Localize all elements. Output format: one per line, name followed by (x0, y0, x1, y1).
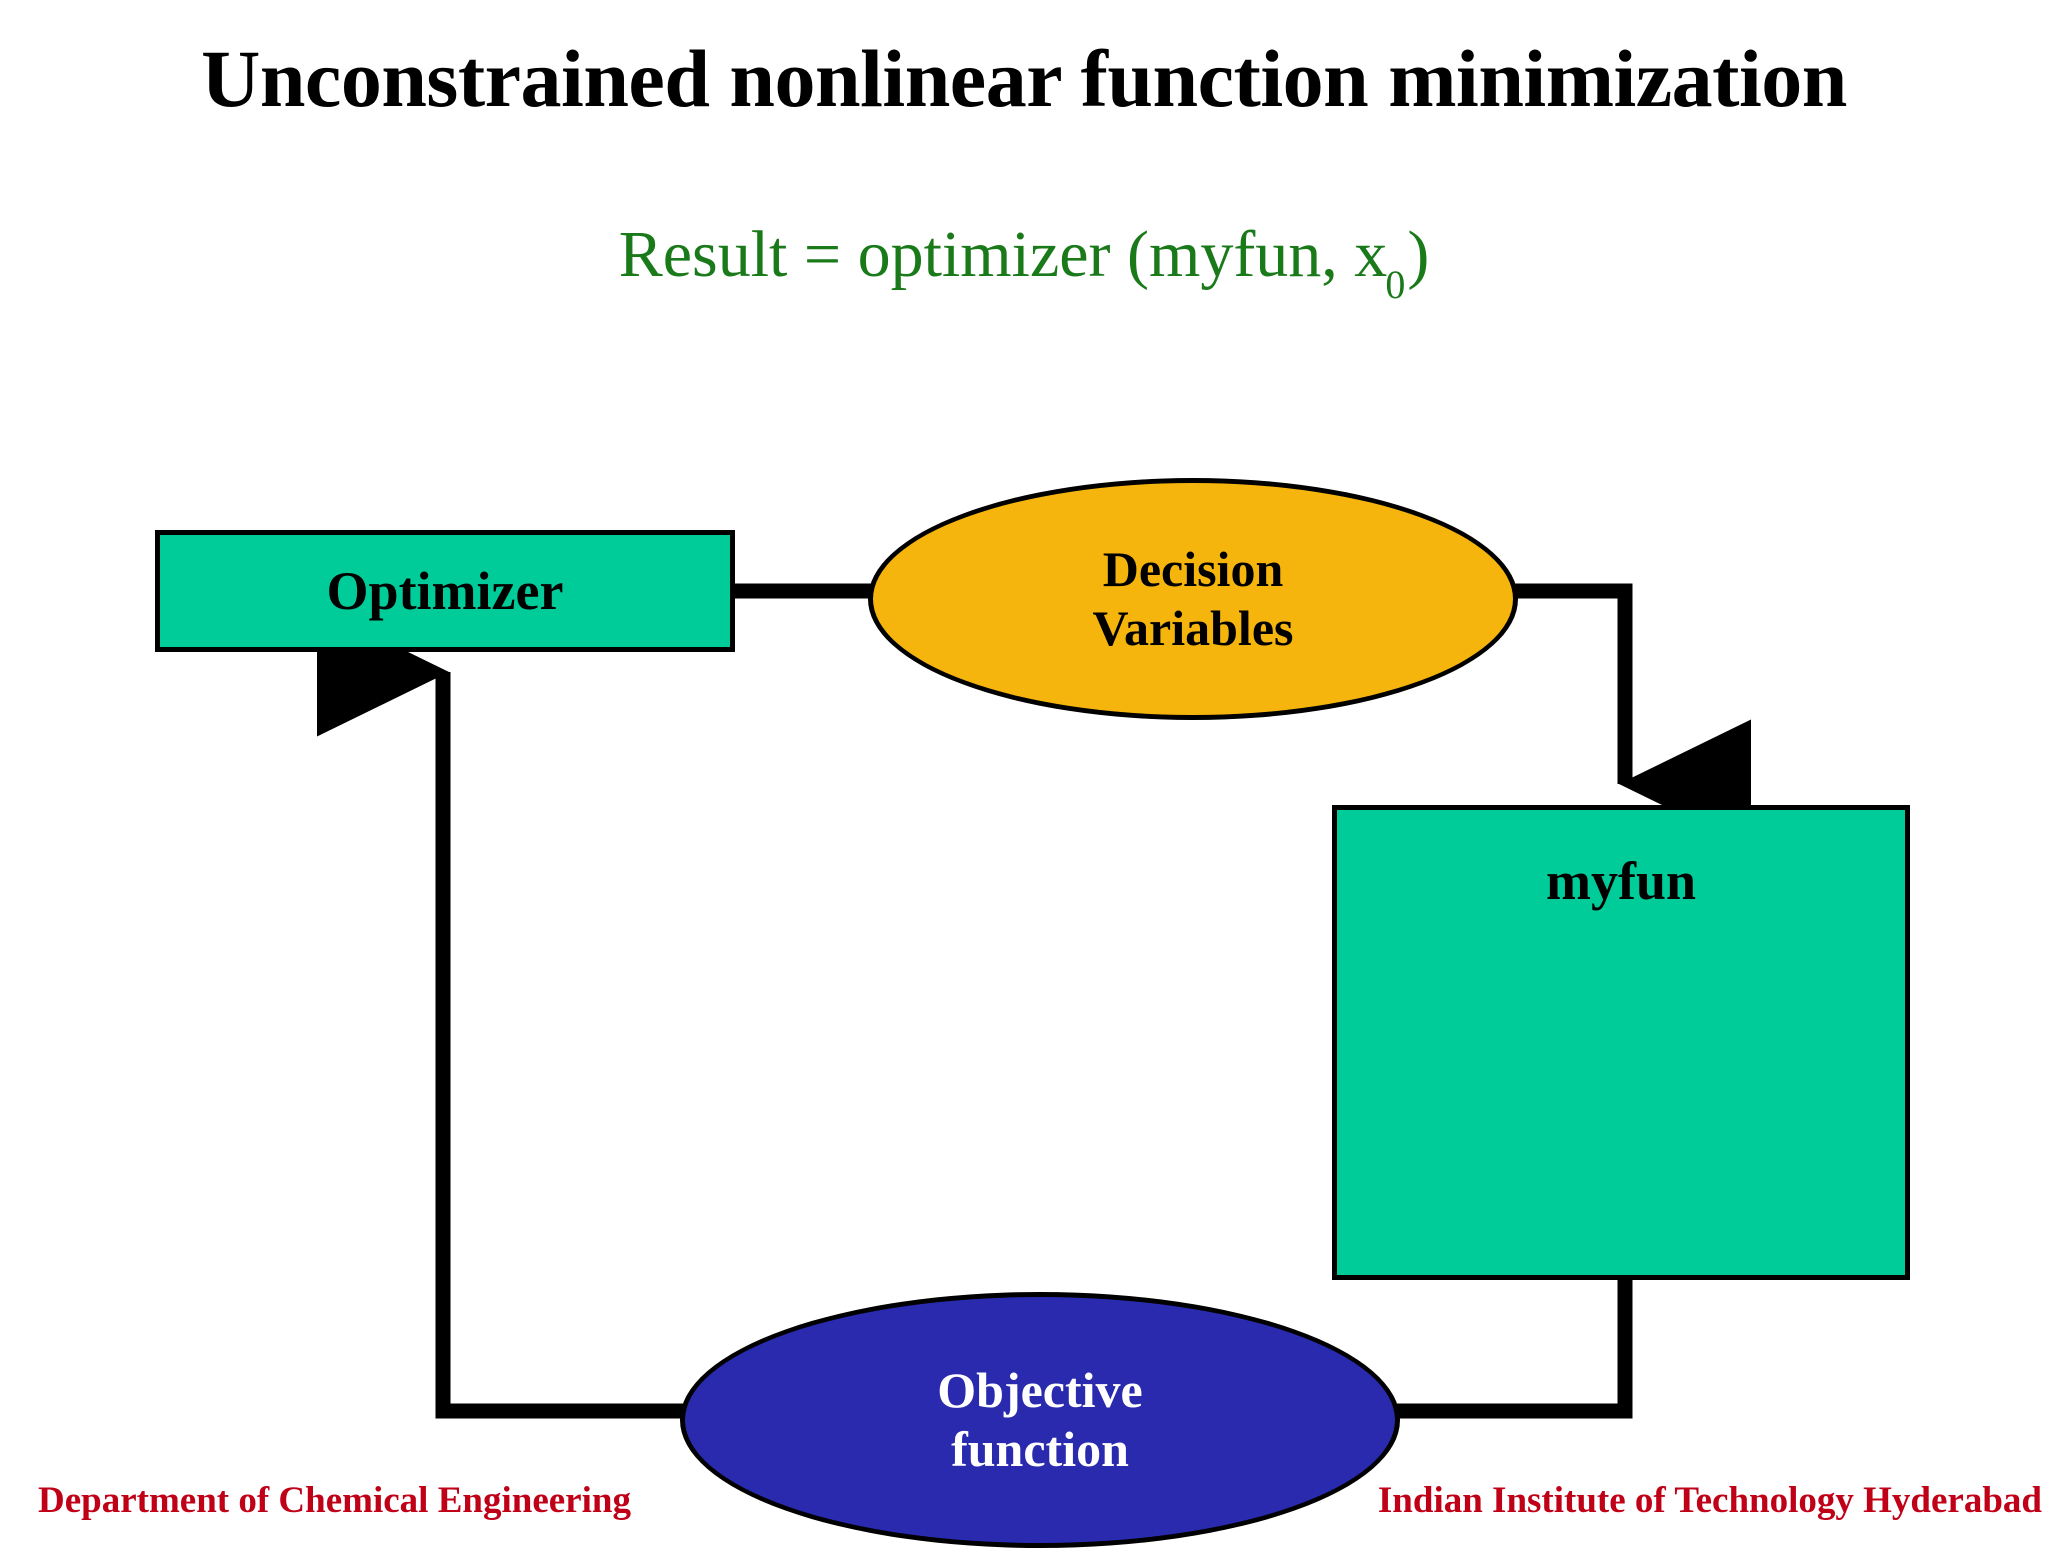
node-optimizer[interactable]: Optimizer (155, 530, 735, 652)
page-title: Unconstrained nonlinear function minimiz… (201, 33, 1847, 124)
node-decision-variables-label: Decision Variables (1093, 540, 1294, 658)
connector-objective-function-to-optimizer (317, 607, 700, 1419)
footer-department: Department of Chemical Engineering (38, 1480, 631, 1521)
formula-suffix: ) (1407, 218, 1430, 291)
node-objective-function-label-line2: function (951, 1421, 1129, 1477)
node-objective-function[interactable]: Objective function (680, 1292, 1400, 1548)
node-myfun-label: myfun (1545, 851, 1697, 911)
formula-prefix: Result = optimizer (myfun, x (618, 218, 1388, 291)
node-decision-variables-label-line2: Variables (1092, 600, 1294, 656)
connector-decision-variables-to-myfun (1510, 583, 1751, 849)
node-optimizer-label: Optimizer (326, 561, 564, 621)
node-myfun[interactable]: myfun (1332, 805, 1910, 1280)
node-decision-variables[interactable]: Decision Variables (868, 478, 1518, 720)
formula-subtitle: Result = optimizer (myfun, x0) (0, 222, 2048, 305)
node-objective-function-label-line1: Objective (937, 1362, 1143, 1418)
formula-subscript: 0 (1385, 262, 1406, 308)
node-objective-function-label: Objective function (937, 1361, 1142, 1479)
footer-institute: Indian Institute of Technology Hyderabad (1377, 1480, 2042, 1521)
connector-myfun-to-objective-function (1370, 1280, 1633, 1419)
node-decision-variables-label-line1: Decision (1102, 541, 1284, 597)
